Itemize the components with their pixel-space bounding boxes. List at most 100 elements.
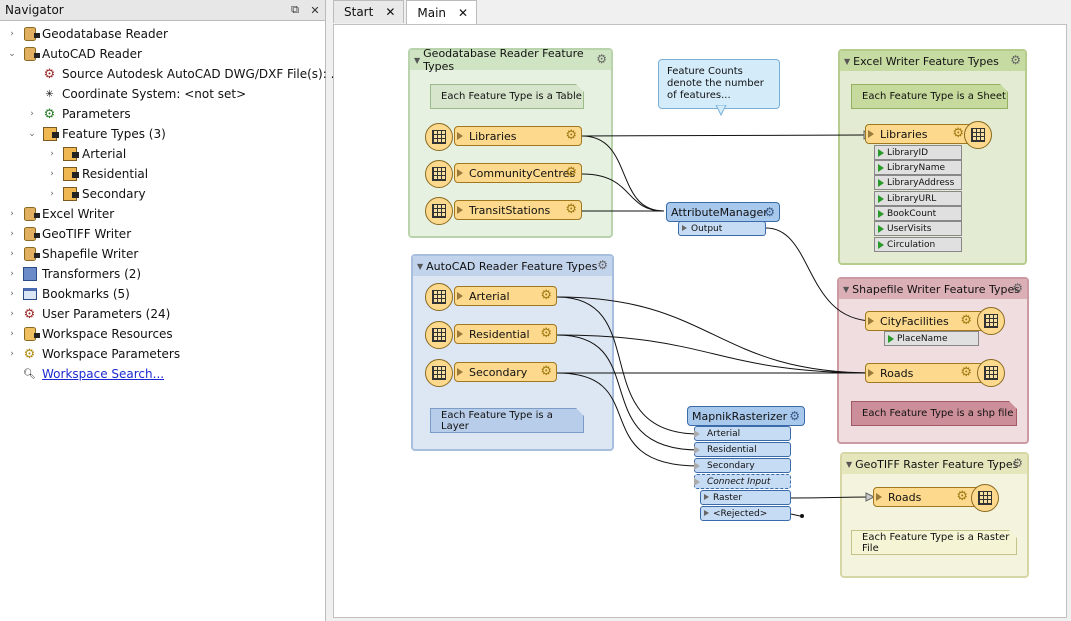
annotation-gdb[interactable]: Each Feature Type is a Table [430,84,584,109]
nav-item-geotiff-writer[interactable]: ›GeoTIFF Writer [6,224,131,244]
annotation-excel[interactable]: Each Feature Type is a Sheet [851,84,1008,109]
gear-icon[interactable]: ⚙ [764,205,775,219]
nav-item-residential[interactable]: ›Residential [46,164,148,184]
gear-icon[interactable]: ⚙ [1012,281,1023,295]
chevron-right-icon[interactable]: › [10,289,14,299]
nav-item-shapefile-writer[interactable]: ›Shapefile Writer [6,244,138,264]
tab-start[interactable]: Start✕ [333,0,405,23]
gear-icon[interactable]: ⚙ [1012,456,1023,470]
attribute-libraryaddress[interactable]: LibraryAddress [874,175,962,190]
gear-icon[interactable]: ⚙ [960,365,972,380]
close-icon[interactable]: ✕ [310,3,320,17]
chevron-right-icon[interactable]: › [10,249,14,259]
gear-icon[interactable]: ⚙ [789,409,800,423]
chevron-right-icon[interactable]: › [50,149,54,159]
attribute-libraryid[interactable]: LibraryID [874,145,962,160]
nav-item-feature-types[interactable]: ⌄Feature Types (3) [26,124,166,144]
gear-icon[interactable]: ⚙ [540,326,552,341]
gear-icon[interactable]: ⚙ [960,313,972,328]
nav-item-parameters[interactable]: ›⚙Parameters [26,104,131,124]
collapse-icon[interactable]: ▼ [846,459,853,469]
float-icon[interactable]: ⧉ [291,3,299,16]
chevron-down-icon[interactable]: ⌄ [8,49,16,59]
gear-icon[interactable]: ⚙ [952,126,964,141]
writer-feature-geotiff-roads[interactable]: Roads⚙ [873,487,981,507]
attribute-circulation[interactable]: Circulation [874,237,962,252]
attribute-bookcount[interactable]: BookCount [874,206,962,221]
bookmark-title-text: Geodatabase Reader Feature Types [423,47,584,73]
attribute-libraryurl[interactable]: LibraryURL [874,191,962,206]
attribute-libraryname[interactable]: LibraryName [874,160,962,175]
bookmark-geotiff[interactable]: ▼GeoTIFF Raster Feature Types⚙ [840,452,1029,578]
chevron-right-icon[interactable]: › [50,189,54,199]
gear-icon[interactable]: ⚙ [956,489,968,504]
chevron-right-icon[interactable]: › [10,29,14,39]
gear-icon[interactable]: ⚙ [565,165,577,180]
nav-item-geodatabase-reader[interactable]: ›Geodatabase Reader [6,24,168,44]
nav-item-excel-writer[interactable]: ›Excel Writer [6,204,114,224]
reader-icon [22,47,40,62]
collapse-icon[interactable]: ▼ [843,284,850,294]
chevron-right-icon[interactable]: › [10,209,14,219]
annotation-geotiff[interactable]: Each Feature Type is a Raster File [851,530,1017,555]
writer-feature-libraries[interactable]: Libraries⚙ [865,124,977,144]
nav-item-bookmarks[interactable]: ›Bookmarks (5) [6,284,130,304]
chevron-right-icon[interactable]: › [10,229,14,239]
feature-type-transitstations[interactable]: TransitStations⚙ [454,200,582,220]
gear-icon[interactable]: ⚙ [540,288,552,303]
workspace-canvas[interactable]: ▼Geodatabase Reader Feature Types⚙ ▼Auto… [333,24,1067,618]
tab-main[interactable]: Main✕ [406,0,478,24]
output-port[interactable]: Output [678,221,766,236]
connect-input-port[interactable]: Connect Input [694,474,791,489]
feature-count-callout[interactable]: Feature Counts denote the number of feat… [658,59,780,109]
chevron-right-icon[interactable]: › [10,269,14,279]
writer-feature-cityfacilities[interactable]: CityFacilities⚙ [865,311,985,331]
chevron-right-icon[interactable]: › [10,309,14,319]
collapse-icon[interactable]: ▼ [414,55,421,65]
chevron-right-icon[interactable]: › [10,349,14,359]
feature-type-secondary[interactable]: Secondary⚙ [454,362,557,382]
transformer-mapnikrasterizer[interactable]: MapnikRasterizer⚙ [687,406,805,426]
nav-item-workspace-resources[interactable]: ›Workspace Resources [6,324,173,344]
nav-item-autocad-reader[interactable]: ⌄AutoCAD Reader [6,44,142,64]
chevron-down-icon[interactable]: ⌄ [28,129,36,139]
annotation-acad[interactable]: Each Feature Type is a Layer [430,408,584,433]
nav-item-user-parameters[interactable]: ›⚙User Parameters (24) [6,304,170,324]
transformer-attributemanager[interactable]: AttributeManager⚙ [666,202,780,222]
feature-type-communitycentres[interactable]: CommunityCentres⚙ [454,163,582,183]
gear-icon[interactable]: ⚙ [597,258,608,272]
nav-item-secondary[interactable]: ›Secondary [46,184,146,204]
nav-item-workspace-search[interactable]: 🔍︎Workspace Search... [6,364,164,384]
gear-icon[interactable]: ⚙ [565,128,577,143]
feature-type-arterial[interactable]: Arterial⚙ [454,286,557,306]
nav-item-coordinate-system[interactable]: ✳Coordinate System: <not set> [26,84,246,104]
nav-item-workspace-parameters[interactable]: ›⚙Workspace Parameters [6,344,180,364]
output-port-raster[interactable]: Raster [700,490,791,505]
gear-icon[interactable]: ⚙ [1010,53,1021,67]
collapse-icon[interactable]: ▼ [844,56,851,66]
feature-type-libraries[interactable]: Libraries⚙ [454,126,582,146]
annotation-shp[interactable]: Each Feature Type is a shp file [851,401,1017,426]
chevron-right-icon[interactable]: › [10,329,14,339]
input-port-arterial[interactable]: Arterial [694,426,791,441]
feature-type-residential[interactable]: Residential⚙ [454,324,557,344]
bookmark-title-text: Shapefile Writer Feature Types [852,282,1020,296]
chevron-right-icon[interactable]: › [30,109,34,119]
input-port-residential[interactable]: Residential [694,442,791,457]
gear-icon[interactable]: ⚙ [596,52,607,66]
writer-feature-roads[interactable]: Roads⚙ [865,363,985,383]
close-icon[interactable]: ✕ [385,5,396,19]
nav-item-transformers[interactable]: ›Transformers (2) [6,264,141,284]
collapse-icon[interactable]: ▼ [417,261,424,271]
nav-item-arterial[interactable]: ›Arterial [46,144,126,164]
gear-icon[interactable]: ⚙ [565,202,577,217]
output-port-rejected[interactable]: <Rejected> [700,506,791,521]
attribute-placename[interactable]: PlaceName [884,331,979,346]
gear-icon[interactable]: ⚙ [540,364,552,379]
nav-item-source-file[interactable]: ⚙Source Autodesk AutoCAD DWG/DXF File(s)… [26,64,342,84]
chevron-right-icon[interactable]: › [50,169,54,179]
input-port-secondary[interactable]: Secondary [694,458,791,473]
close-icon[interactable]: ✕ [458,5,469,20]
workspace-search-link[interactable]: Workspace Search... [42,367,165,381]
attribute-uservisits[interactable]: UserVisits [874,221,962,236]
